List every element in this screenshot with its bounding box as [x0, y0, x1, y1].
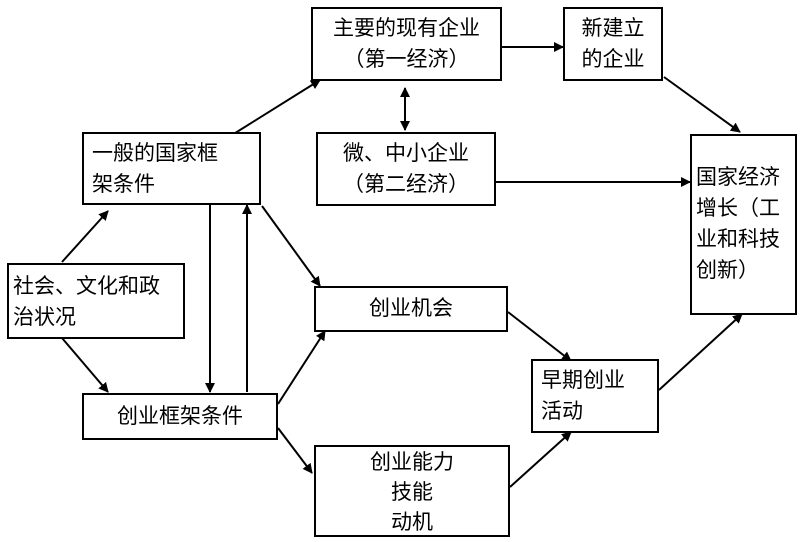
node-entrepreneurial-capacity-line-3: 动机 [391, 510, 433, 534]
node-general-framework-line-2: 架条件 [92, 172, 155, 196]
node-entrepreneurial-capacity-line-1: 创业能力 [370, 450, 454, 474]
arrow-entrepreneurial-framework-to-opportunity [277, 330, 326, 405]
node-national-growth-line-4: 创新） [696, 258, 759, 282]
node-entrepreneurial-framework-line-1: 创业框架条件 [117, 404, 243, 428]
node-main-enterprises-line-2: （第一经济） [343, 47, 470, 71]
node-small-enterprises: 微、中小企业 （第二经济） [316, 132, 496, 206]
node-social-context-line-1: 社会、文化和政 [13, 274, 160, 298]
arrow-social-to-entrepreneurial-framework [61, 337, 109, 393]
node-entrepreneurial-framework: 创业框架条件 [82, 393, 278, 440]
node-general-framework: 一般的国家框 架条件 [82, 132, 261, 205]
arrow-entrepreneurial-framework-to-capacity [277, 427, 313, 474]
node-early-entrepreneurship-line-1: 早期创业 [541, 368, 625, 392]
node-new-enterprises: 新建立 的企业 [563, 7, 663, 81]
node-national-growth: 国家经济 增长（工 业和科技 创新） [690, 134, 797, 315]
node-entrepreneurial-capacity: 创业能力 技能 动机 [314, 445, 510, 537]
node-national-growth-line-1: 国家经济 [696, 165, 780, 189]
arrow-general-to-main [231, 79, 321, 136]
arrow-general-to-opportunity [261, 205, 321, 287]
node-entrepreneurial-opportunity-line-1: 创业机会 [369, 296, 453, 320]
node-early-entrepreneurship-line-2: 活动 [541, 399, 583, 423]
node-national-growth-line-2: 增长（工 [696, 196, 780, 220]
arrow-social-to-general [61, 210, 109, 263]
node-small-enterprises-line-2: （第二经济） [343, 172, 469, 196]
node-new-enterprises-line-2: 的企业 [581, 47, 645, 71]
node-entrepreneurial-opportunity: 创业机会 [314, 286, 508, 332]
arrow-new-to-growth [663, 76, 741, 133]
node-new-enterprises-line-1: 新建立 [581, 16, 645, 40]
node-general-framework-line-1: 一般的国家框 [92, 141, 218, 165]
node-main-enterprises-line-1: 主要的现有企业 [333, 16, 480, 40]
node-national-growth-line-3: 业和科技 [696, 227, 780, 251]
arrow-early-to-growth [658, 313, 743, 391]
node-social-context: 社会、文化和政 治状况 [7, 263, 185, 339]
node-main-enterprises: 主要的现有企业 （第一经济） [311, 7, 502, 81]
node-social-context-line-2: 治状况 [13, 305, 76, 329]
node-early-entrepreneurship: 早期创业 活动 [531, 359, 659, 433]
arrow-capacity-to-early [509, 431, 572, 488]
arrow-opportunity-to-early [507, 311, 572, 362]
node-small-enterprises-line-1: 微、中小企业 [343, 141, 469, 165]
node-entrepreneurial-capacity-line-2: 技能 [391, 480, 433, 504]
